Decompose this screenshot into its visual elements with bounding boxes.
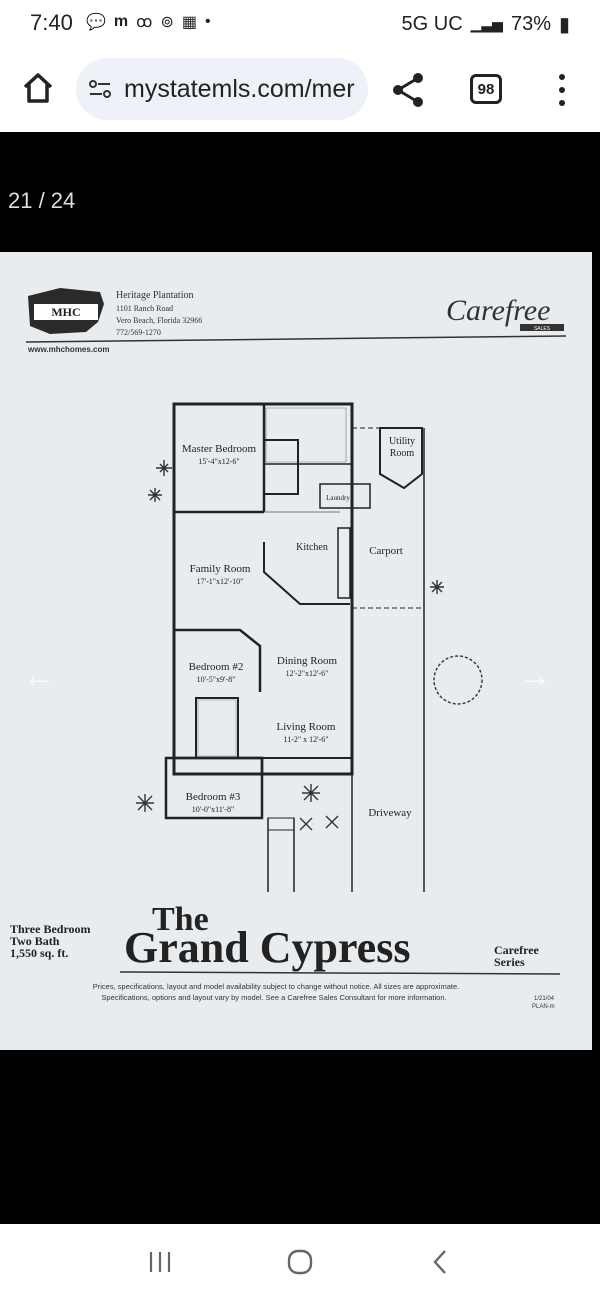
floorplan [164, 402, 425, 892]
room-bedroom-3: Bedroom #3 [186, 791, 241, 803]
room-laundry: Laundry [326, 494, 350, 502]
dot-icon: • [204, 13, 211, 30]
room-utility: Utility [389, 436, 415, 447]
title-the: The [152, 901, 209, 938]
signal-icon: ▁▃▅ [470, 16, 503, 32]
carefree-sales-text: SALES [534, 326, 551, 332]
share-icon [393, 73, 423, 107]
apps-icon: ▦ [181, 14, 197, 31]
tab-switcher-button[interactable]: 98 [470, 74, 502, 104]
arrow-left-icon: ← [22, 657, 56, 695]
spec-bedrooms: Three Bedroom [10, 922, 91, 936]
room-bedroom-3-dimensions: 10'-0"x11'-8" [192, 805, 234, 814]
dot-icon [559, 87, 565, 93]
image-counter: 21 / 24 [8, 188, 76, 213]
room-family: Family Room [190, 563, 251, 575]
address-line-2: Vero Beach, Florida 32966 [116, 316, 202, 325]
image-viewer: 21 / 24 MHC Heritage Plantation 1101 Ran… [0, 132, 600, 1224]
overflow-menu-button[interactable] [548, 70, 576, 110]
spec-sqft: 1,550 sq. ft. [10, 946, 68, 960]
plant-icons [136, 460, 483, 831]
home-button[interactable] [18, 68, 58, 108]
mhc-logo-text: MHC [51, 305, 80, 319]
room-kitchen: Kitchen [296, 542, 328, 553]
recents-icon [149, 1252, 171, 1272]
room-master-bedroom: Master Bedroom [182, 443, 257, 455]
disclaimer-line-1: Prices, specifications, layout and model… [93, 982, 459, 991]
plan-code: PLAN-m [532, 1004, 555, 1010]
back-chevron-icon [433, 1250, 446, 1274]
spec-baths: Two Bath [10, 934, 60, 948]
series-label: Series [494, 955, 525, 969]
clock: 7:40 [30, 10, 73, 35]
m-zone-icon: m [113, 13, 129, 30]
status-right: 5G UC ▁▃▅ 73% ▮ [402, 12, 570, 37]
address-bar[interactable]: mystatemls.com/mer [76, 58, 368, 120]
floorplan-drawing: MHC Heritage Plantation 1101 Ranch Road … [10, 288, 567, 1010]
home-nav-button[interactable] [270, 1242, 330, 1282]
mhc-logo: MHC [28, 288, 104, 334]
room-bedroom-2: Bedroom #2 [189, 661, 244, 673]
system-nav-bar [0, 1224, 600, 1300]
room-dining: Dining Room [277, 655, 338, 667]
back-button[interactable] [410, 1242, 470, 1282]
sync-icon: ⊚ [160, 14, 174, 31]
browser-toolbar: mystatemls.com/mer 98 [0, 48, 600, 132]
phone: 772/569-1270 [116, 328, 161, 337]
room-utility-2: Room [390, 448, 415, 459]
address-line-1: 1101 Ranch Road [116, 304, 173, 313]
status-bar: 7:40 💬 m ꝏ ⊚ ▦ • 5G UC ▁▃▅ 73% ▮ [0, 0, 600, 48]
previous-image-button[interactable]: ← [22, 657, 56, 696]
arrow-right-icon: → [518, 657, 552, 695]
network-label: 5G UC [401, 13, 463, 35]
room-living: Living Room [277, 721, 336, 733]
room-bedroom-2-dimensions: 10'-5"x9'-8" [197, 675, 236, 684]
title-grand-cypress: Grand Cypress [124, 923, 410, 972]
plan-date: 1/21/04 [534, 996, 555, 1002]
website: www.mhchomes.com [27, 345, 110, 354]
room-family-dimensions: 17'-1"x12'-10" [197, 577, 244, 586]
disclaimer-line-2: Specifications, options and layout vary … [101, 993, 446, 1002]
recents-button[interactable] [130, 1242, 190, 1282]
home-icon [23, 73, 53, 103]
dot-icon [559, 74, 565, 80]
room-driveway: Driveway [368, 807, 412, 819]
carefree-logo: Carefree [446, 294, 550, 327]
room-carport: Carport [369, 545, 403, 557]
room-dining-dimensions: 12'-2"x12'-6" [286, 669, 329, 678]
url-text: mystatemls.com/mer [124, 74, 355, 103]
room-master-dimensions: 15'-4"x12-6" [198, 457, 239, 466]
battery-label: 73% [510, 13, 551, 35]
floorplan-photo[interactable]: MHC Heritage Plantation 1101 Ranch Road … [0, 252, 592, 1050]
voicemail-icon: ꝏ [136, 14, 153, 31]
home-circle-icon [287, 1249, 313, 1275]
dot-icon [559, 100, 565, 106]
chat-icon: 💬 [86, 14, 106, 31]
room-living-dimensions: 11-2" x 12'-6" [283, 735, 328, 744]
site-settings-icon [89, 80, 111, 98]
next-image-button[interactable]: → [518, 657, 552, 696]
company-name: Heritage Plantation [116, 290, 193, 301]
share-button[interactable] [388, 70, 428, 110]
notification-icons: 💬 m ꝏ ⊚ ▦ • [86, 12, 211, 32]
series-name: Carefree [494, 943, 540, 957]
battery-icon: ▮ [558, 14, 570, 36]
